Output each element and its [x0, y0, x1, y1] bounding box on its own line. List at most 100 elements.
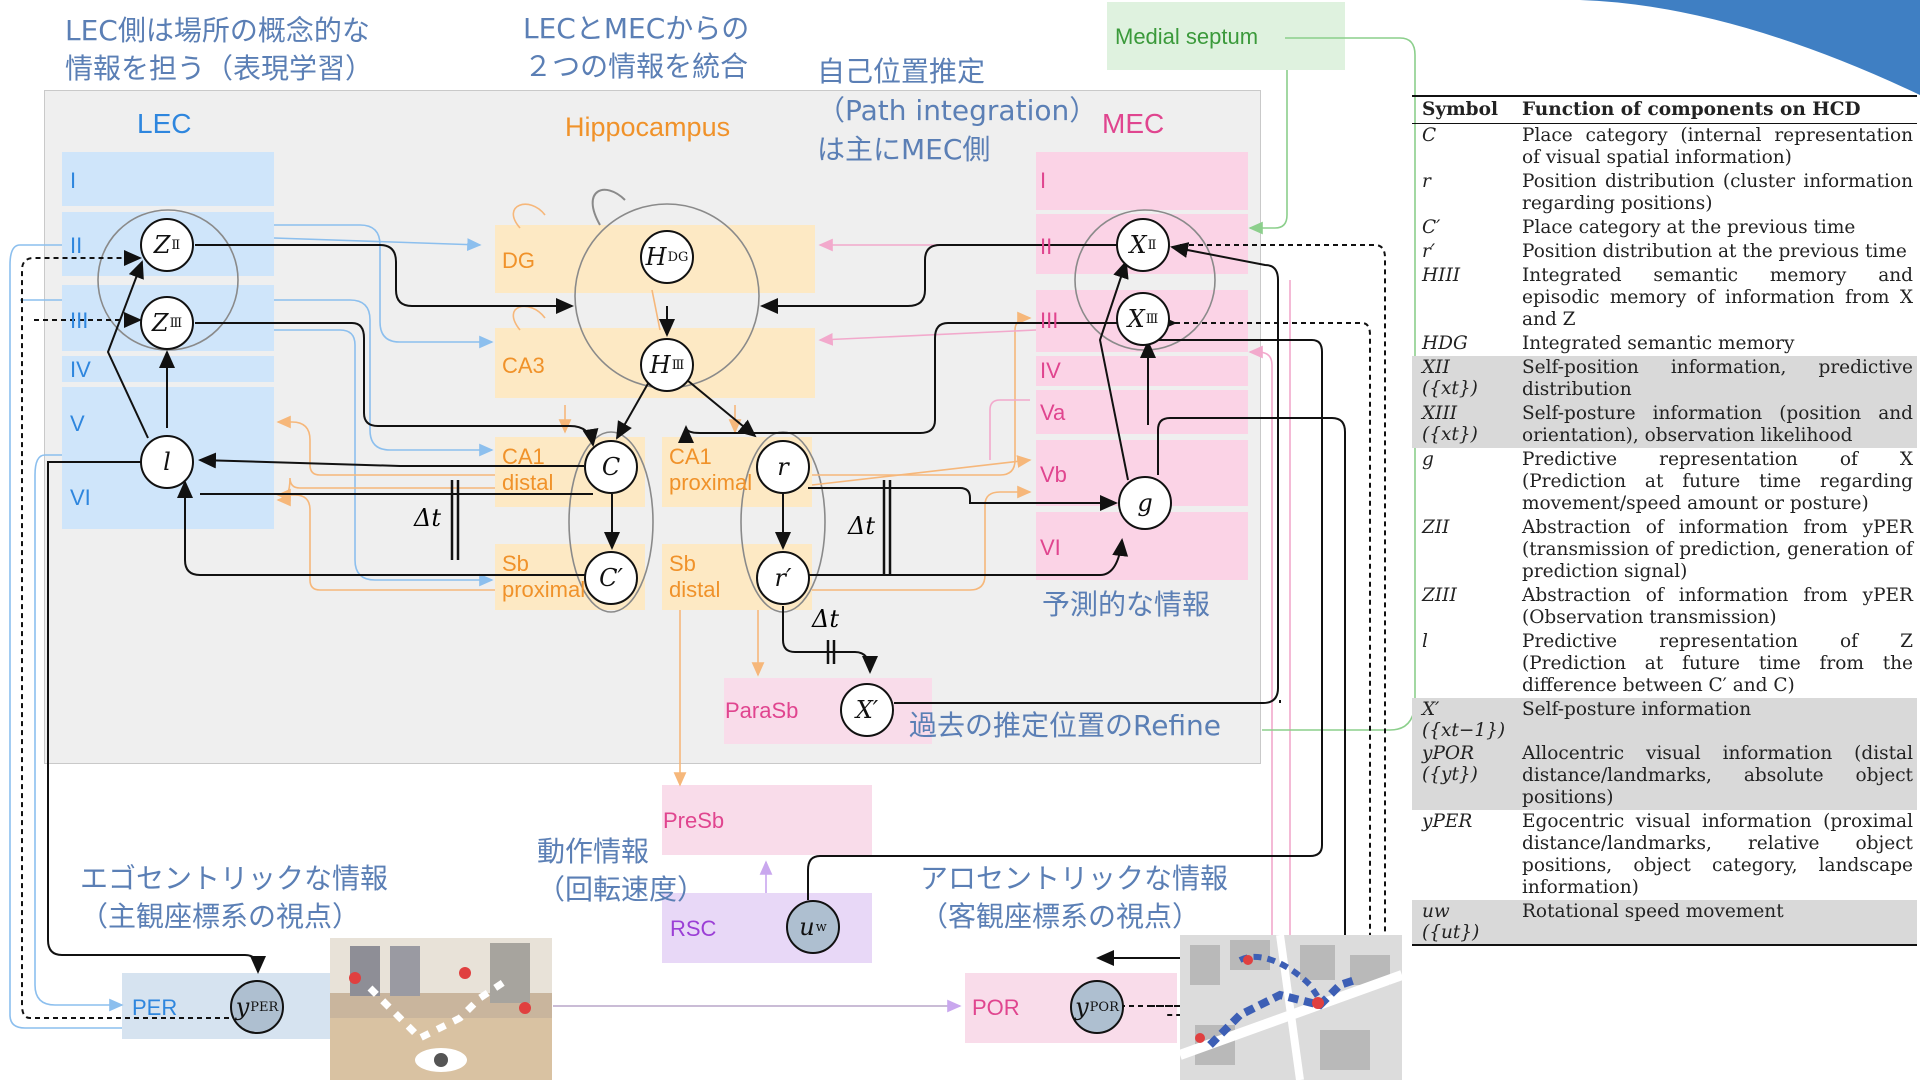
lec-title: LEC	[137, 108, 192, 139]
table-desc-cell: Predictive representation of Z (Predicti…	[1522, 631, 1913, 696]
table-desc-cell: Abstraction of information from yPER (Ob…	[1522, 585, 1913, 628]
table-header: Symbol Function of components on HCD	[1412, 95, 1917, 124]
delta-t-label: Δt	[414, 504, 441, 532]
table-desc-cell: Self-posture information (position and o…	[1522, 403, 1913, 446]
delta-t-label: Δt	[848, 512, 875, 540]
table-symbol-cell: XIII ({xt})	[1422, 403, 1478, 445]
table-symbol-cell: uw ({ut})	[1422, 901, 1480, 943]
table-symbol-cell: ZII	[1422, 517, 1450, 538]
table-desc-cell: Allocentric visual information (distal d…	[1522, 743, 1913, 808]
lec-layer-label: IV	[70, 357, 91, 382]
node-g: g	[1118, 476, 1172, 530]
table-row: yPER Egocentric visual information (proxi…	[1412, 810, 1917, 900]
table-row: yPOR ({yt}) Allocentric visual informatio…	[1412, 742, 1917, 810]
mec-layer-label: II	[1040, 234, 1053, 259]
table-row: HDG Integrated semantic memory	[1412, 332, 1917, 356]
node-r: r	[756, 440, 810, 494]
table-row: HIII Integrated semantic memory and episo…	[1412, 264, 1917, 332]
ca3-label: CA3	[502, 353, 545, 378]
hippocampus-title: Hippocampus	[565, 112, 731, 142]
presb-box	[662, 785, 872, 855]
table-symbol-cell: l	[1422, 631, 1428, 652]
parasb-box	[724, 678, 932, 744]
mec-layer-label: VI	[1040, 535, 1061, 560]
mec-layer-label: III	[1040, 308, 1059, 333]
annotation-motion: 動作情報（回転速度）	[537, 835, 706, 906]
annotation-allocentric: アロセントリックな情報（客観座標系の視点）	[920, 862, 1229, 933]
table-symbol-cell: X′ ({xt−1})	[1422, 699, 1506, 741]
egocentric-photo	[330, 938, 552, 1080]
table-desc-cell: Place category at the previous time	[1522, 217, 1856, 238]
table-desc-cell: Integrated semantic memory and episodic …	[1522, 265, 1913, 330]
table-row: X′ ({xt−1}) Self-posture information	[1412, 698, 1917, 742]
lec-layer-label: III	[70, 308, 89, 333]
table-symbol-cell: g	[1422, 449, 1434, 470]
table-desc-cell: Predictive representation of X (Predicti…	[1522, 449, 1913, 514]
annotation-refine: 過去の推定位置のRefine	[909, 709, 1222, 742]
table-symbol-cell: C′	[1422, 217, 1441, 238]
table-symbol-cell: HIII	[1422, 265, 1461, 286]
parasb-label: ParaSb	[725, 698, 799, 723]
table-row: uw ({ut}) Rotational speed movement	[1412, 900, 1917, 944]
table-symbol-cell: yPOR ({yt})	[1422, 743, 1478, 785]
delta-t-label: Δt	[812, 605, 839, 633]
mec-layer-label: I	[1040, 168, 1047, 193]
lec-layer-label: I	[70, 168, 77, 193]
table-row: g Predictive representation of X (Predict…	[1412, 448, 1917, 516]
table-desc-cell: Self-posture information	[1522, 699, 1752, 720]
lec-layer-label: VI	[70, 485, 91, 510]
table-row: C′ Place category at the previous time	[1412, 216, 1917, 240]
corner-swoosh	[1580, 0, 1920, 95]
table-row: r Position distribution (cluster informat…	[1412, 170, 1917, 216]
annotation-lec-concept: LEC側は場所の概念的な情報を担う（表現学習）	[65, 14, 374, 85]
allocentric-map	[1180, 935, 1402, 1080]
table-desc-cell: Self-position information, predictive di…	[1522, 357, 1913, 400]
table-symbol-cell: HDG	[1422, 333, 1468, 354]
table-row: l Predictive representation of Z (Predict…	[1412, 630, 1917, 698]
table-desc-cell: Rotational speed movement	[1522, 901, 1784, 922]
mec-title: MEC	[1102, 108, 1165, 139]
presb-label: PreSb	[663, 808, 725, 833]
mec-layer-label: IV	[1040, 358, 1061, 383]
table-desc-cell: Position distribution at the previous ti…	[1522, 241, 1907, 262]
table-symbol-cell: yPER	[1422, 811, 1473, 832]
table-symbol-cell: r	[1422, 171, 1431, 192]
table-symbol-cell: C	[1422, 125, 1437, 146]
annotation-predictive: 予測的な情報	[1042, 588, 1211, 621]
per-box	[122, 973, 334, 1039]
symbol-table: Symbol Function of components on HCD C Pl…	[1412, 95, 1917, 946]
node-r-prime: r′	[756, 551, 810, 605]
rsc-label: RSC	[670, 916, 717, 941]
table-row: r′ Position distribution at the previous …	[1412, 240, 1917, 264]
table-symbol-cell: r′	[1422, 241, 1436, 262]
table-desc-cell: Position distribution (cluster informati…	[1522, 171, 1913, 214]
table-desc-cell: Place category (internal representation …	[1522, 125, 1913, 168]
table-row: ZIII Abstraction of information from yPER…	[1412, 584, 1917, 630]
table-symbol-cell: XII ({xt})	[1422, 357, 1478, 399]
medial-septum-box	[1107, 2, 1345, 70]
table-row: ZII Abstraction of information from yPER …	[1412, 516, 1917, 584]
dg-label: DG	[502, 248, 535, 273]
table-desc-cell: Integrated semantic memory	[1522, 333, 1795, 354]
mec-layer-label: Va	[1040, 400, 1066, 425]
node-x-prime: X′	[840, 683, 894, 737]
lec-layer-label: II	[70, 233, 83, 258]
table-desc-cell: Abstraction of information from yPER (tr…	[1522, 517, 1913, 582]
table-desc-cell: Egocentric visual information (proximal …	[1522, 811, 1913, 898]
table-symbol-cell: ZIII	[1422, 585, 1457, 606]
per-label: PER	[132, 995, 178, 1020]
medial-septum-label: Medial septum	[1115, 24, 1259, 49]
node-l: l	[140, 435, 194, 489]
